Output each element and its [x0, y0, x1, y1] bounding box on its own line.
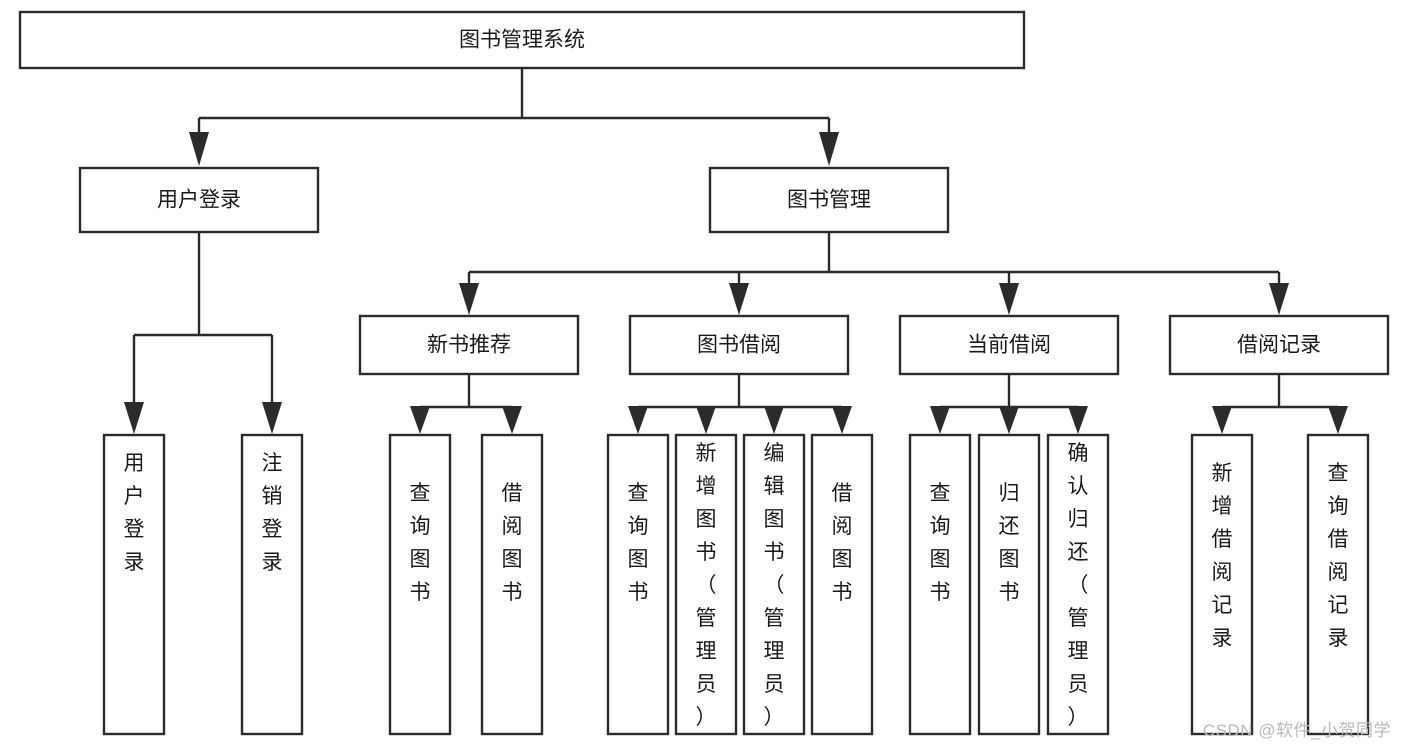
- leaf-currentborrow-return-book[interactable]: 归还图书: [977, 433, 1041, 736]
- leaf-bookborrow-borrow-book-label: 借阅图书: [832, 482, 853, 604]
- node-new-book-recommend[interactable]: 新书推荐: [358, 314, 580, 376]
- leaf-currentborrow-query-book-label: 查询图书: [930, 482, 951, 604]
- node-root[interactable]: 图书管理系统: [18, 10, 1026, 70]
- leaf-user-login-logout-label: 注销登录: [262, 452, 283, 574]
- leaf-currentborrow-confirm-return[interactable]: 确认归还（管理员）: [1046, 433, 1110, 736]
- node-root-box[interactable]: [18, 10, 1026, 70]
- leaf-currentborrow-return-book-box[interactable]: [977, 433, 1041, 736]
- leaf-newbook-query-book-box[interactable]: [388, 433, 452, 736]
- node-user-login-label: 用户登录: [157, 189, 241, 212]
- arrowhead-book-manage: [819, 132, 839, 166]
- leaf-bookborrow-query-book-label: 查询图书: [628, 482, 649, 604]
- arrowhead-leaf-bookborrow-3: [764, 406, 784, 434]
- leaf-currentborrow-query-book[interactable]: 查询图书: [908, 433, 972, 736]
- node-book-borrow-box[interactable]: [628, 314, 850, 376]
- arrowhead-user-login: [189, 132, 209, 166]
- arrowhead-leaf-borrowrecord-2: [1328, 406, 1348, 434]
- arrowhead-borrow-record: [1269, 283, 1289, 315]
- arrowhead-leaf-bookborrow-1: [628, 406, 648, 434]
- leaf-borrowrecord-add-record[interactable]: 新增借阅记录: [1190, 433, 1254, 736]
- node-new-book-recommend-label: 新书推荐: [427, 334, 511, 357]
- node-user-login[interactable]: 用户登录: [78, 166, 320, 234]
- leaf-currentborrow-return-book-label: 归还图书: [999, 482, 1020, 604]
- leaf-newbook-borrow-book-box[interactable]: [480, 433, 544, 736]
- leaf-bookborrow-query-book-box[interactable]: [606, 433, 670, 736]
- leaf-currentborrow-query-book-box[interactable]: [908, 433, 972, 736]
- arrowhead-leaf-logout: [262, 402, 282, 434]
- node-user-login-box[interactable]: [78, 166, 320, 234]
- arrowhead-leaf-currentborrow-3: [1068, 406, 1088, 434]
- node-current-borrow[interactable]: 当前借阅: [898, 314, 1120, 376]
- node-borrow-record-box[interactable]: [1168, 314, 1390, 376]
- node-book-manage[interactable]: 图书管理: [708, 166, 950, 234]
- node-current-borrow-box[interactable]: [898, 314, 1120, 376]
- leaf-bookborrow-borrow-book[interactable]: 借阅图书: [810, 433, 874, 736]
- leaf-newbook-borrow-book-label: 借阅图书: [502, 482, 523, 604]
- node-book-borrow[interactable]: 图书借阅: [628, 314, 850, 376]
- arrowhead-leaf-bookborrow-4: [832, 406, 852, 434]
- node-current-borrow-label: 当前借阅: [967, 334, 1051, 357]
- leaf-user-login-login-label: 用户登录: [124, 452, 145, 574]
- leaf-bookborrow-edit-book-label: 编辑图书（管理员）: [764, 442, 785, 729]
- arrowhead-leaf-user-login: [124, 402, 144, 434]
- node-new-book-recommend-box[interactable]: [358, 314, 580, 376]
- leaf-bookborrow-borrow-book-box[interactable]: [810, 433, 874, 736]
- leaf-bookborrow-add-book-box[interactable]: [674, 433, 738, 736]
- arrowhead-current-borrow: [999, 283, 1019, 315]
- node-book-manage-box[interactable]: [708, 166, 950, 234]
- arrowhead-leaf-newbook-2: [502, 406, 522, 434]
- arrowhead-leaf-currentborrow-1: [930, 406, 950, 434]
- leaf-bookborrow-add-book-label: 新增图书（管理员）: [696, 442, 717, 729]
- arrowhead-leaf-currentborrow-2: [999, 406, 1019, 434]
- leaf-newbook-borrow-book[interactable]: 借阅图书: [480, 433, 544, 736]
- leaf-bookborrow-edit-book-box[interactable]: [742, 433, 806, 736]
- leaf-user-login-login-box[interactable]: [102, 433, 166, 736]
- leaf-newbook-query-book[interactable]: 查询图书: [388, 433, 452, 736]
- leaf-bookborrow-query-book[interactable]: 查询图书: [606, 433, 670, 736]
- node-root-label: 图书管理系统: [459, 29, 585, 52]
- leaf-currentborrow-confirm-return-label: 确认归还（管理员）: [1068, 442, 1089, 729]
- leaf-currentborrow-confirm-return-box[interactable]: [1046, 433, 1110, 736]
- leaf-borrowrecord-query-record[interactable]: 查询借阅记录: [1306, 433, 1370, 736]
- leaf-borrowrecord-add-record-box[interactable]: [1190, 433, 1254, 736]
- leaf-borrowrecord-query-record-label: 查询借阅记录: [1328, 462, 1349, 650]
- arrowhead-leaf-borrowrecord-1: [1212, 406, 1232, 434]
- arrowhead-leaf-newbook-1: [410, 406, 430, 434]
- leaf-bookborrow-edit-book[interactable]: 编辑图书（管理员）: [742, 433, 806, 736]
- node-book-borrow-label: 图书借阅: [697, 334, 781, 357]
- arrowhead-new-book-recommend: [459, 283, 479, 315]
- leaf-user-login-logout-box[interactable]: [240, 433, 304, 736]
- node-borrow-record-label: 借阅记录: [1237, 334, 1321, 357]
- leaf-newbook-query-book-label: 查询图书: [410, 482, 431, 604]
- arrowhead-leaf-bookborrow-2: [696, 406, 716, 434]
- leaf-borrowrecord-add-record-label: 新增借阅记录: [1212, 462, 1233, 650]
- leaf-user-login-login[interactable]: 用户登录: [102, 433, 166, 736]
- connector-layer: [124, 68, 1348, 434]
- arrowhead-book-borrow: [729, 283, 749, 315]
- leaf-bookborrow-add-book[interactable]: 新增图书（管理员）: [674, 433, 738, 736]
- node-borrow-record[interactable]: 借阅记录: [1168, 314, 1390, 376]
- leaf-user-login-logout[interactable]: 注销登录: [240, 433, 304, 736]
- node-book-manage-label: 图书管理: [787, 189, 871, 212]
- leaf-borrowrecord-query-record-box[interactable]: [1306, 433, 1370, 736]
